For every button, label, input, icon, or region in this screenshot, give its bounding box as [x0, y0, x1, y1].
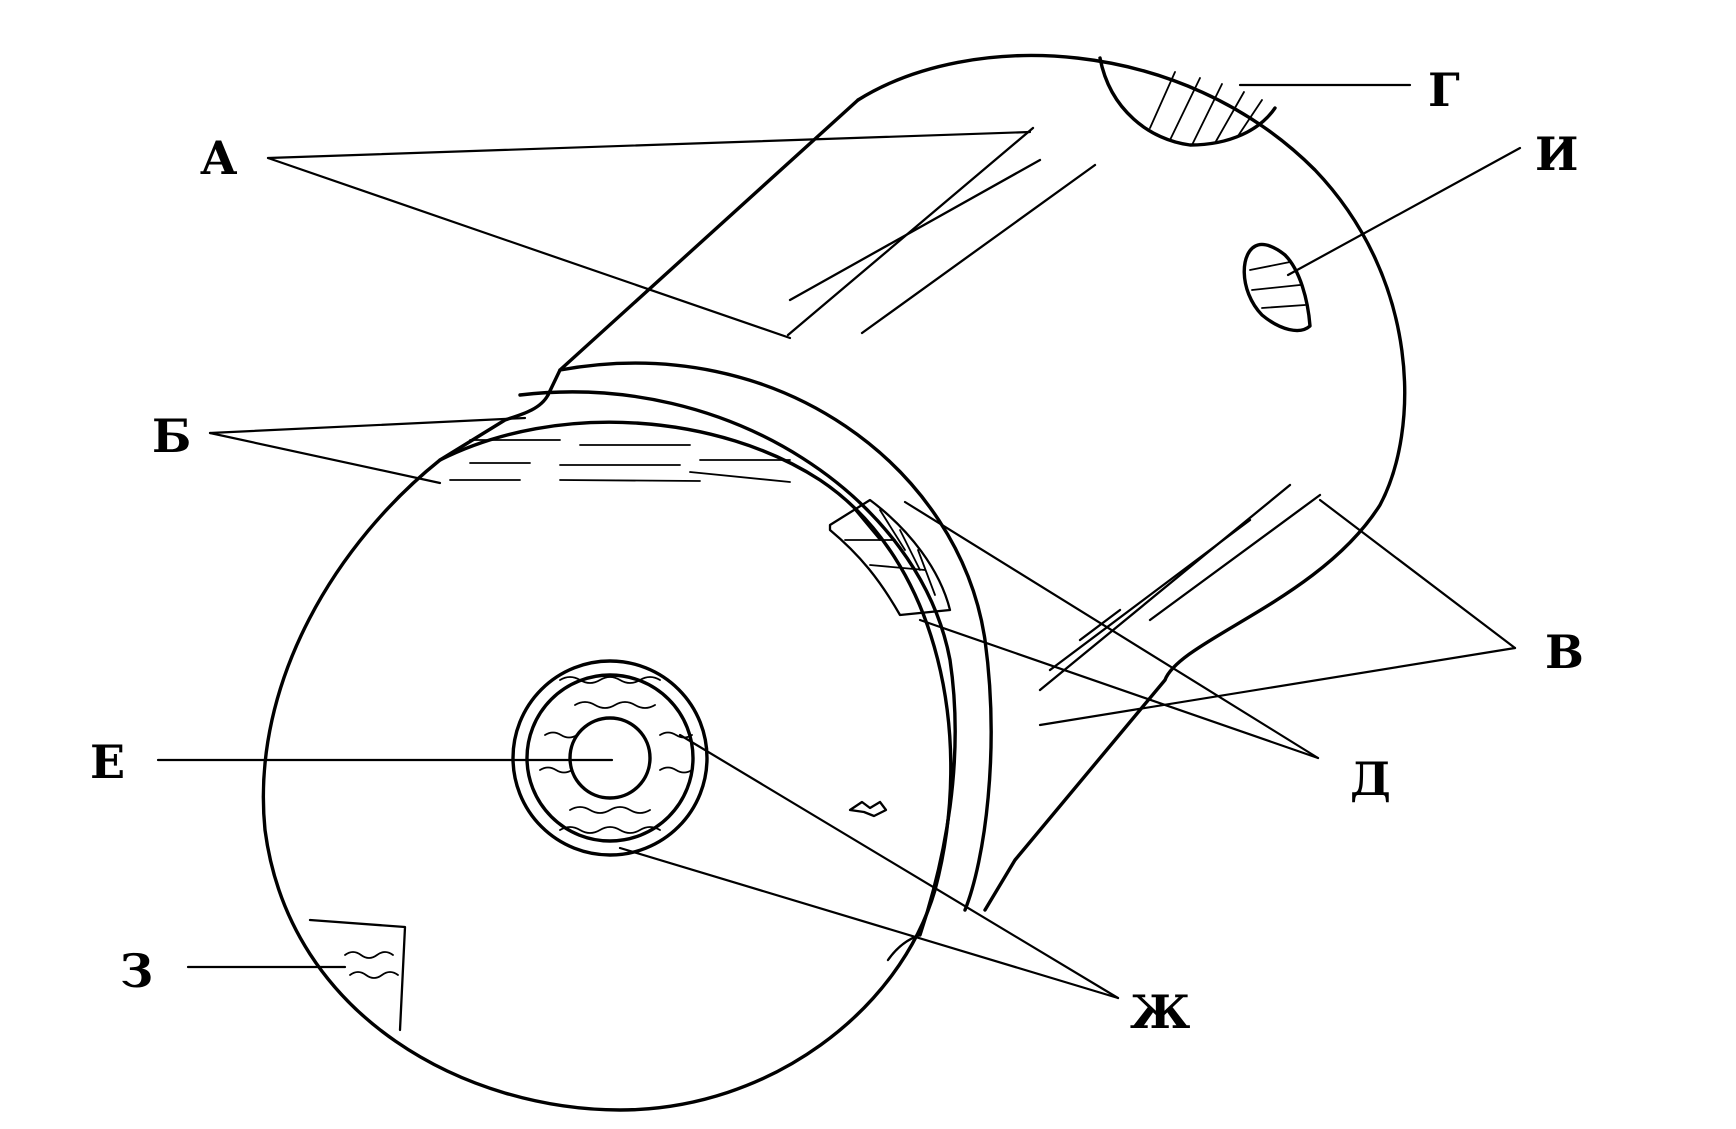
outer-rim	[558, 361, 993, 912]
hub-wave-7	[559, 676, 661, 684]
hub-wave-4	[539, 766, 573, 774]
back-end-outline	[856, 53, 1407, 912]
b-dash-8	[689, 471, 791, 483]
feature-a-lines	[786, 126, 1097, 337]
d-hatch-2	[879, 509, 906, 551]
z-wave-1	[344, 951, 394, 959]
i-oval-hatch-3	[1261, 304, 1306, 309]
cylinder-body	[261, 53, 1407, 1112]
front-face	[261, 420, 953, 1112]
hub-middle-ring	[525, 673, 695, 843]
g-hatch-5	[1237, 99, 1263, 137]
a-line-2	[788, 158, 1042, 302]
label-d: Д	[1350, 752, 1391, 806]
labels: А Б В Г Д Е Ж З И	[90, 63, 1584, 1039]
feature-v-lines	[1038, 483, 1322, 692]
hub-wave-5	[659, 766, 693, 774]
hub-wave-1	[574, 701, 656, 709]
leader-a-top	[266, 130, 1032, 160]
leader-b-top	[208, 416, 527, 435]
label-z: З	[120, 944, 153, 998]
leader-v-bottom	[1038, 646, 1517, 727]
d-hatch-3	[899, 529, 921, 571]
g-hatch-3	[1191, 83, 1223, 146]
center-hub	[511, 659, 709, 857]
i-oval-hatch-1	[1249, 261, 1291, 271]
rim-shoulder	[438, 393, 550, 462]
g-hatch-2	[1169, 77, 1201, 141]
leader-d-top	[903, 500, 1320, 760]
hub-wave-2	[544, 731, 578, 739]
z-wave-2	[349, 971, 399, 979]
b-dash-7	[559, 479, 701, 482]
g-hatch-1	[1149, 71, 1176, 129]
label-a: А	[200, 131, 238, 185]
label-g: Г	[1428, 63, 1460, 117]
g-hatch-4	[1214, 91, 1245, 144]
leader-i	[1286, 146, 1522, 277]
feature-i-oval	[1242, 242, 1312, 333]
feature-b-dashes	[449, 439, 791, 483]
feature-g-hatch	[1098, 56, 1277, 147]
d-hatch-outline	[828, 498, 952, 617]
v-line-3	[1048, 518, 1252, 672]
label-e: Е	[90, 735, 125, 789]
i-oval-outline	[1242, 242, 1312, 333]
v-line-4	[1078, 608, 1122, 642]
leader-zh-bottom	[618, 846, 1120, 1000]
leader-lines	[156, 83, 1522, 1000]
hub-wave-3	[659, 731, 693, 739]
g-hatch-outline	[1098, 56, 1277, 147]
leader-d-bottom	[918, 618, 1320, 760]
v-line-2	[1148, 493, 1322, 622]
hub-bore	[568, 716, 652, 800]
face-mark	[848, 800, 888, 818]
feature-z-patch	[308, 918, 407, 1032]
feature-d-hatch	[828, 498, 952, 617]
a-line-3	[860, 163, 1097, 335]
d-hatch-6	[869, 564, 926, 571]
leader-a-bottom	[266, 156, 792, 340]
z-patch-outline	[308, 918, 407, 1032]
d-hatch-1	[854, 509, 881, 541]
label-b: Б	[152, 409, 191, 463]
i-oval-hatch-2	[1251, 284, 1301, 291]
d-hatch-4	[917, 549, 936, 596]
leader-b-bottom	[208, 431, 442, 485]
hub-wave-6	[569, 806, 651, 814]
leader-zh-top	[678, 733, 1120, 1000]
leader-v-top	[1318, 498, 1517, 650]
label-i: И	[1535, 127, 1578, 181]
hub-outer-ring	[511, 659, 709, 857]
hub-wave-8	[559, 826, 661, 834]
label-zh: Ж	[1130, 985, 1190, 1039]
label-v: В	[1545, 625, 1584, 679]
v-line-1	[1038, 483, 1292, 692]
